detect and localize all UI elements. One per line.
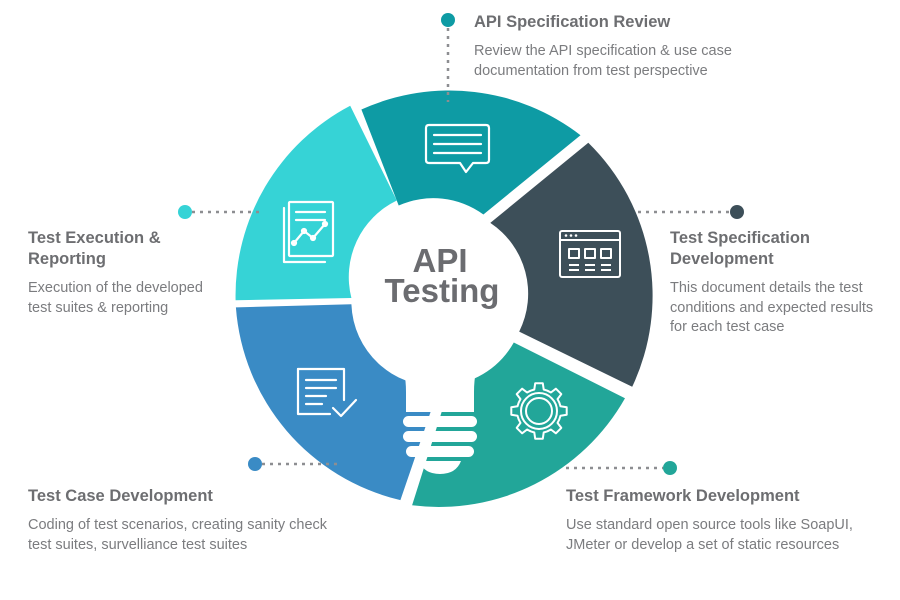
- checklist-document-icon: [296, 367, 358, 418]
- connector-test-case-development: [248, 457, 340, 471]
- step-description: This document details the test condition…: [670, 280, 874, 335]
- center-title-line2: Testing: [385, 272, 500, 309]
- chat-bubble-icon: [424, 123, 491, 174]
- step-api-specification-review: API Specification Review Review the API …: [474, 12, 804, 81]
- connector-test-execution-reporting: [178, 205, 262, 219]
- segment-test-case-development: [235, 304, 440, 501]
- step-title: API Specification Review: [474, 13, 671, 31]
- connector-test-specification-development: [638, 205, 744, 219]
- step-test-execution-reporting: Test Execution & Reporting Execution of …: [28, 228, 228, 318]
- center-title-line1: API: [412, 242, 467, 279]
- light-bulb-icon: [362, 210, 518, 474]
- step-title: Test Specification Development: [670, 229, 810, 268]
- step-description: Use standard open source tools like Soap…: [566, 517, 853, 553]
- step-test-framework-development: Test Framework Development Use standard …: [566, 486, 896, 555]
- gear-icon: [510, 382, 568, 440]
- step-description: Review the API specification & use case …: [474, 43, 732, 79]
- connector-test-framework-development: [566, 461, 677, 475]
- connector-api-specification-review: [441, 13, 455, 102]
- step-title: Test Framework Development: [566, 487, 800, 505]
- browser-window-icon: [559, 230, 621, 278]
- step-description: Execution of the developed test suites &…: [28, 280, 203, 316]
- step-title: Test Case Development: [28, 487, 213, 505]
- step-test-case-development: Test Case Development Coding of test sce…: [28, 486, 328, 555]
- report-chart-icon: [282, 200, 335, 264]
- step-test-specification-development: Test Specification Development This docu…: [670, 228, 890, 338]
- step-description: Coding of test scenarios, creating sanit…: [28, 517, 328, 553]
- step-title: Test Execution & Reporting: [28, 229, 161, 268]
